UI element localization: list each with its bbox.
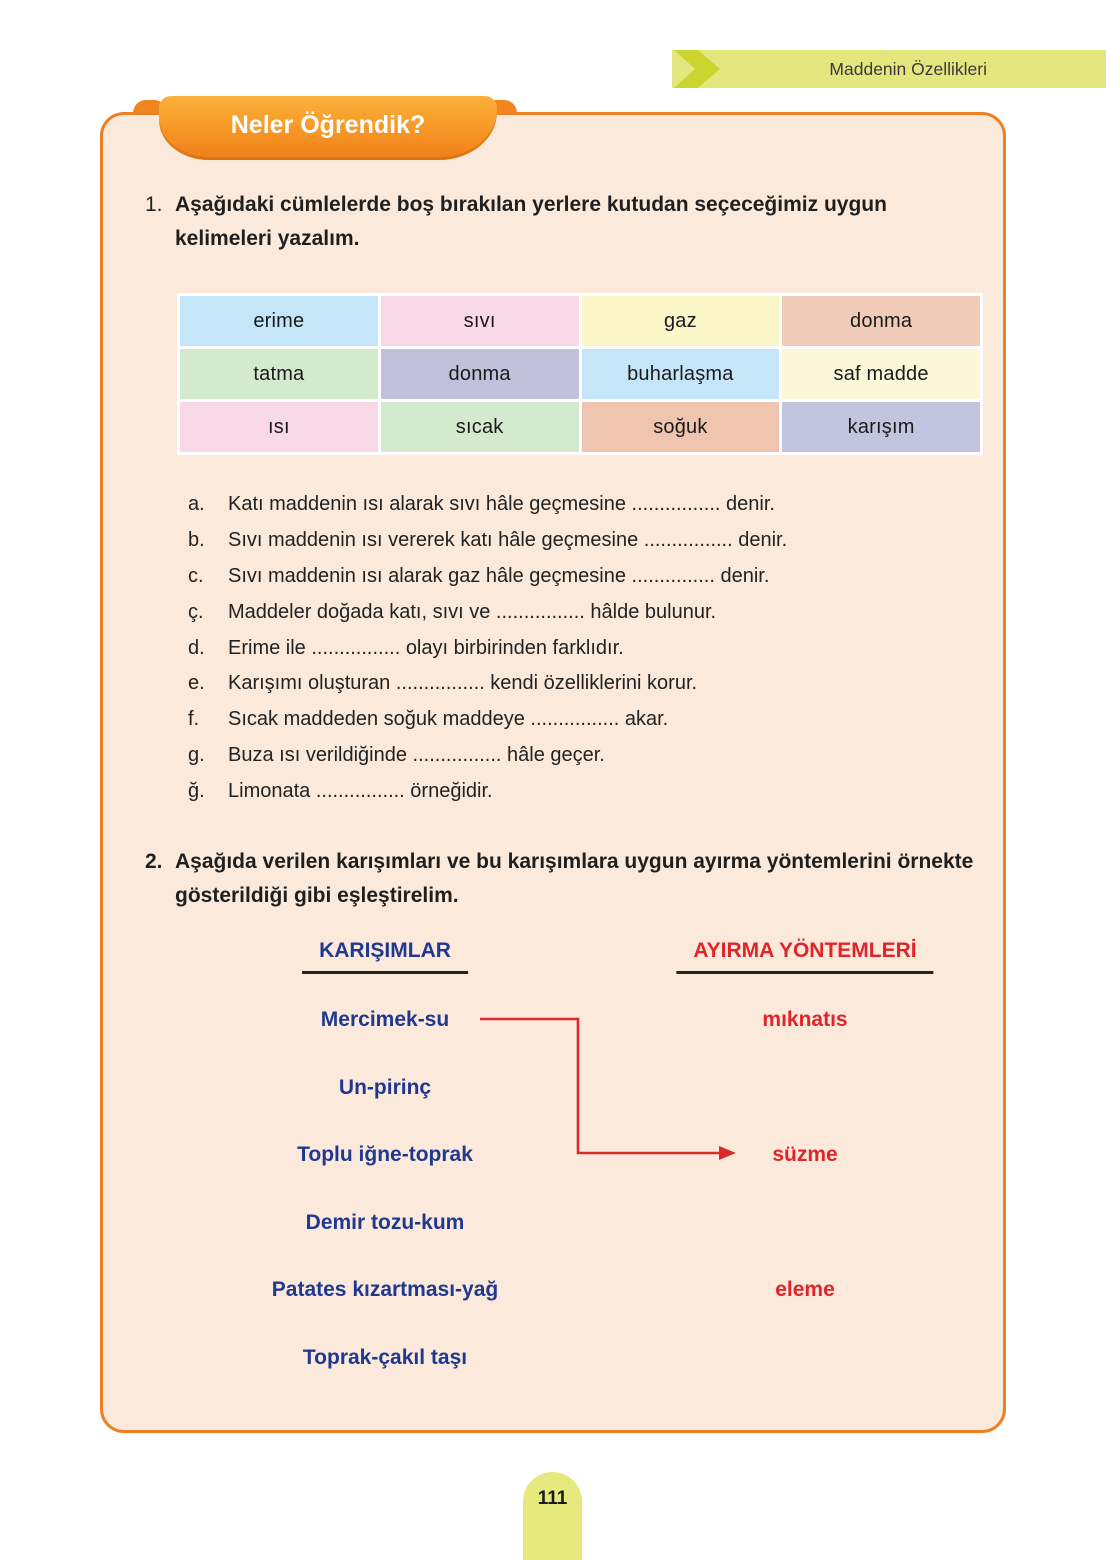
section-badge-title: Neler Öğrendik? — [230, 110, 426, 139]
mixture-item: Mercimek-su — [320, 1008, 450, 1031]
fill-in-items: a. Katı maddenin ısı alarak sıvı hâle geç… — [188, 487, 988, 809]
item-text: Sıvı maddenin ısı vererek katı hâle geçm… — [228, 529, 788, 552]
fill-in-item: c. Sıvı maddenin ısı alarak gaz hâle geçm… — [188, 559, 988, 595]
question-1-number: 1. — [145, 193, 163, 216]
page-number-tab: 111 — [523, 1472, 582, 1560]
method-item: mıknatıs — [762, 1008, 848, 1031]
methods-header: AYIRMA YÖNTEMLERİ — [676, 939, 934, 974]
fill-in-item: d. Erime ile ................ olayı birbi… — [188, 630, 988, 666]
word-bank-cell: sıvı — [380, 296, 579, 346]
item-letter: d. — [188, 636, 205, 659]
ribbon-body: Neler Öğrendik? — [159, 96, 497, 160]
item-text: Sıcak maddeden soğuk maddeye ...........… — [228, 708, 669, 731]
fill-in-item: b. Sıvı maddenin ısı vererek katı hâle ge… — [188, 523, 988, 559]
fill-in-item: ç. Maddeler doğada katı, sıvı ve ........… — [188, 594, 988, 630]
chapter-title: Maddenin Özellikleri — [829, 59, 987, 79]
word-bank-cell: sıcak — [380, 402, 579, 452]
mixture-item: Demir tozu-kum — [305, 1210, 465, 1234]
fill-in-item: e. Karışımı oluşturan ................ ke… — [188, 666, 988, 702]
method-item: süzme — [772, 1143, 838, 1167]
item-text: Sıvı maddenin ısı alarak gaz hâle geçmes… — [228, 564, 770, 587]
item-letter: e. — [188, 672, 205, 695]
question-1: 1. Aşağıdaki cümlelerde boş bırakılan ye… — [145, 188, 975, 256]
fill-in-item: f. Sıcak maddeden soğuk maddeye .........… — [188, 702, 988, 738]
mixtures-header: KARIŞIMLAR — [302, 939, 468, 974]
ribbon-curl-left-icon — [133, 100, 167, 113]
question-2-number: 2. — [145, 850, 163, 873]
arrowhead-icon — [719, 1146, 736, 1160]
item-text: Maddeler doğada katı, sıvı ve ..........… — [228, 600, 717, 623]
word-bank-cell: saf madde — [782, 349, 980, 399]
word-bank-cell: erime — [180, 296, 378, 346]
page-number: 111 — [537, 1488, 568, 1509]
word-bank-cell: gaz — [581, 296, 780, 346]
mixture-item: Un-pirinç — [338, 1075, 432, 1099]
mixture-item: Patates kızartması-yağ — [271, 1278, 499, 1302]
item-letter: g. — [188, 743, 205, 766]
question-1-text: Aşağıdaki cümlelerde boş bırakılan yerle… — [175, 193, 887, 250]
chevron-right-icon — [674, 50, 720, 88]
section-badge: Neler Öğrendik? — [133, 96, 517, 162]
item-text: Buza ısı verildiğinde ................ h… — [228, 743, 605, 766]
item-letter: c. — [188, 564, 204, 587]
word-bank-cell: donma — [380, 349, 579, 399]
word-bank-cell: karışım — [782, 402, 980, 452]
word-bank-cell: tatma — [180, 349, 378, 399]
item-text: Limonata ................ örneğidir. — [228, 779, 493, 802]
item-text: Erime ile ................ olayı birbiri… — [228, 636, 624, 659]
worksheet-box: Neler Öğrendik? 1. Aşağıdaki cümlelerde … — [100, 96, 1006, 1433]
item-letter: ğ. — [188, 779, 205, 802]
mixture-item: Toplu iğne-toprak — [297, 1143, 473, 1167]
fill-in-item: g. Buza ısı verildiğinde ................… — [188, 738, 988, 774]
fill-in-item: a. Katı maddenin ısı alarak sıvı hâle geç… — [188, 487, 988, 523]
question-2: 2. Aşağıda verilen karışımları ve bu kar… — [145, 845, 980, 913]
word-bank-cell: buharlaşma — [581, 349, 780, 399]
item-letter: f. — [188, 708, 200, 731]
word-bank-cell: soğuk — [581, 402, 780, 452]
chapter-banner: Maddenin Özellikleri — [672, 50, 1106, 88]
word-bank-cell: donma — [782, 296, 980, 346]
mixture-item: Toprak-çakıl taşı — [302, 1346, 468, 1369]
fill-in-item: ğ. Limonata ................ örneğidir. — [188, 773, 988, 809]
question-2-text: Aşağıda verilen karışımları ve bu karışı… — [175, 850, 974, 907]
item-letter: a. — [188, 493, 205, 516]
item-text: Karışımı oluşturan ................ kend… — [228, 672, 698, 695]
item-text: Katı maddenin ısı alarak sıvı hâle geçme… — [228, 493, 775, 516]
word-bank-cell: ısı — [180, 402, 378, 452]
item-letter: b. — [188, 529, 205, 552]
item-letter: ç. — [188, 600, 204, 623]
method-item: eleme — [775, 1278, 835, 1302]
